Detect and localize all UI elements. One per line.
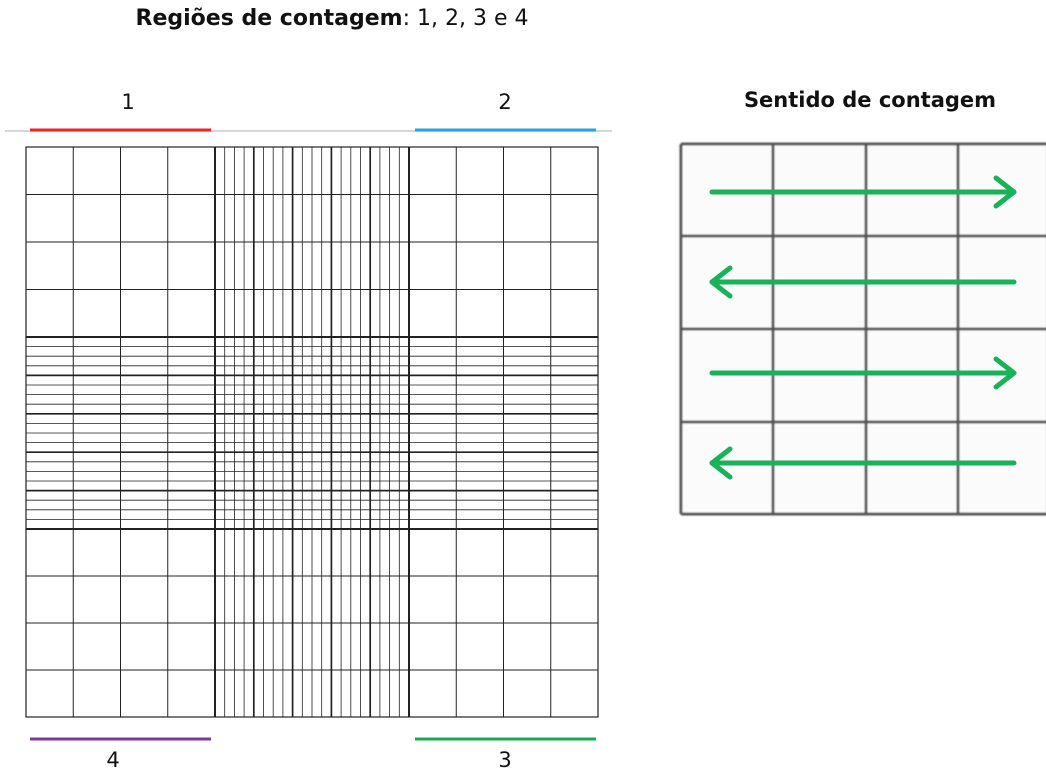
region-label-2: 2 <box>498 90 512 114</box>
title-bold: Regiões de contagem <box>135 6 403 31</box>
counting-direction-title: Sentido de contagem <box>743 88 997 112</box>
arrowhead-left <box>709 446 733 480</box>
arrowhead-left <box>709 265 733 299</box>
arrowhead-right <box>993 356 1017 390</box>
region-label-4: 4 <box>106 748 120 772</box>
region-label-1: 1 <box>121 90 135 114</box>
arrowhead-right <box>993 175 1017 209</box>
region-label-3: 3 <box>498 748 512 772</box>
diagram-title: Regiões de contagem: 1, 2, 3 e 4 <box>0 6 664 31</box>
title-rest: : 1, 2, 3 e 4 <box>402 6 529 31</box>
